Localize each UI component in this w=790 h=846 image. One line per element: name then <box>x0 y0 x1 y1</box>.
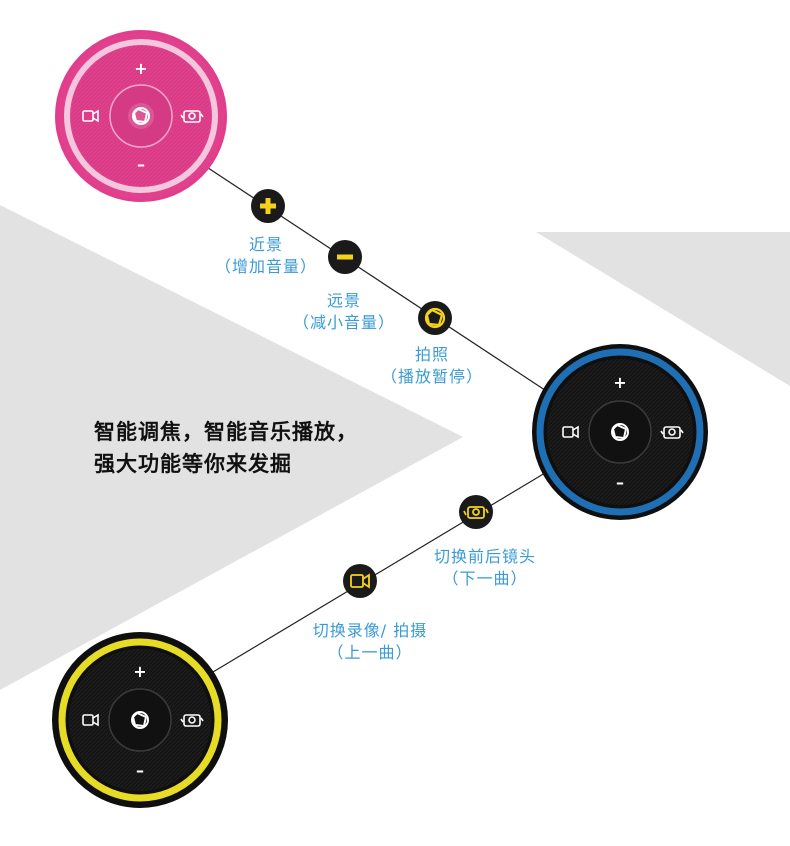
shutter-icon <box>424 307 446 329</box>
blue-plus-label: + <box>613 373 626 392</box>
callout-badge-minus <box>328 240 362 274</box>
callout-badge-video <box>343 564 377 598</box>
headline-line-2: 强大功能等你来发掘 <box>94 452 292 476</box>
shutter-icon <box>132 107 150 125</box>
callout-badge-plus <box>251 189 285 223</box>
callout-subtitle: （减小音量） <box>292 313 395 332</box>
callout-title: 近景 <box>248 235 283 254</box>
callout-label-video: 切换录像/ 拍摄 （上一曲） <box>290 620 450 664</box>
video-camera-icon <box>82 713 99 727</box>
shutter-icon <box>131 711 149 729</box>
video-camera-icon <box>562 425 579 439</box>
callout-title: 切换录像/ 拍摄 <box>312 621 428 640</box>
headline: 智能调焦，智能音乐播放， 强大功能等你来发掘 <box>94 416 358 480</box>
pink-plus-label: + <box>134 59 147 78</box>
callout-label-shutter: 拍照 （播放暂停） <box>372 344 492 388</box>
plus-icon <box>260 198 276 214</box>
yellow-remote: + – <box>52 632 228 808</box>
callout-subtitle: （播放暂停） <box>380 367 483 386</box>
callout-title: 拍照 <box>414 345 449 364</box>
headline-line-1: 智能调焦，智能音乐播放， <box>94 420 358 444</box>
yellow-minus-label: – <box>136 761 144 780</box>
blue-minus-label: – <box>616 473 624 492</box>
camera-switch-icon <box>463 506 489 519</box>
video-camera-icon <box>82 109 99 123</box>
backdrop-triangle-right <box>536 232 790 386</box>
minus-icon <box>337 254 353 260</box>
yellow-plus-label: + <box>133 662 146 681</box>
shutter-icon <box>611 423 629 441</box>
backdrop-triangle-left <box>0 205 463 690</box>
blue-remote: + – <box>532 344 708 520</box>
pink-remote: + – <box>55 30 227 202</box>
camera-switch-icon <box>660 426 684 439</box>
callout-badge-camera-switch <box>459 495 493 529</box>
callout-subtitle: （下一曲） <box>442 569 528 588</box>
callout-label-plus: 近景 （增加音量） <box>206 234 326 278</box>
callout-subtitle: （上一曲） <box>327 643 413 662</box>
callout-label-minus: 远景 （减小音量） <box>284 290 404 334</box>
camera-switch-icon <box>180 714 204 727</box>
connector-line-lower <box>212 469 551 673</box>
callout-subtitle: （增加音量） <box>214 257 317 276</box>
callout-title: 切换前后镜头 <box>433 547 536 566</box>
video-camera-icon <box>350 573 370 589</box>
camera-switch-icon <box>180 110 204 123</box>
callout-badge-shutter <box>418 301 452 335</box>
callout-title: 远景 <box>326 291 361 310</box>
callout-label-camera-switch: 切换前后镜头 （下一曲） <box>410 546 560 590</box>
pink-minus-label: – <box>137 155 145 174</box>
